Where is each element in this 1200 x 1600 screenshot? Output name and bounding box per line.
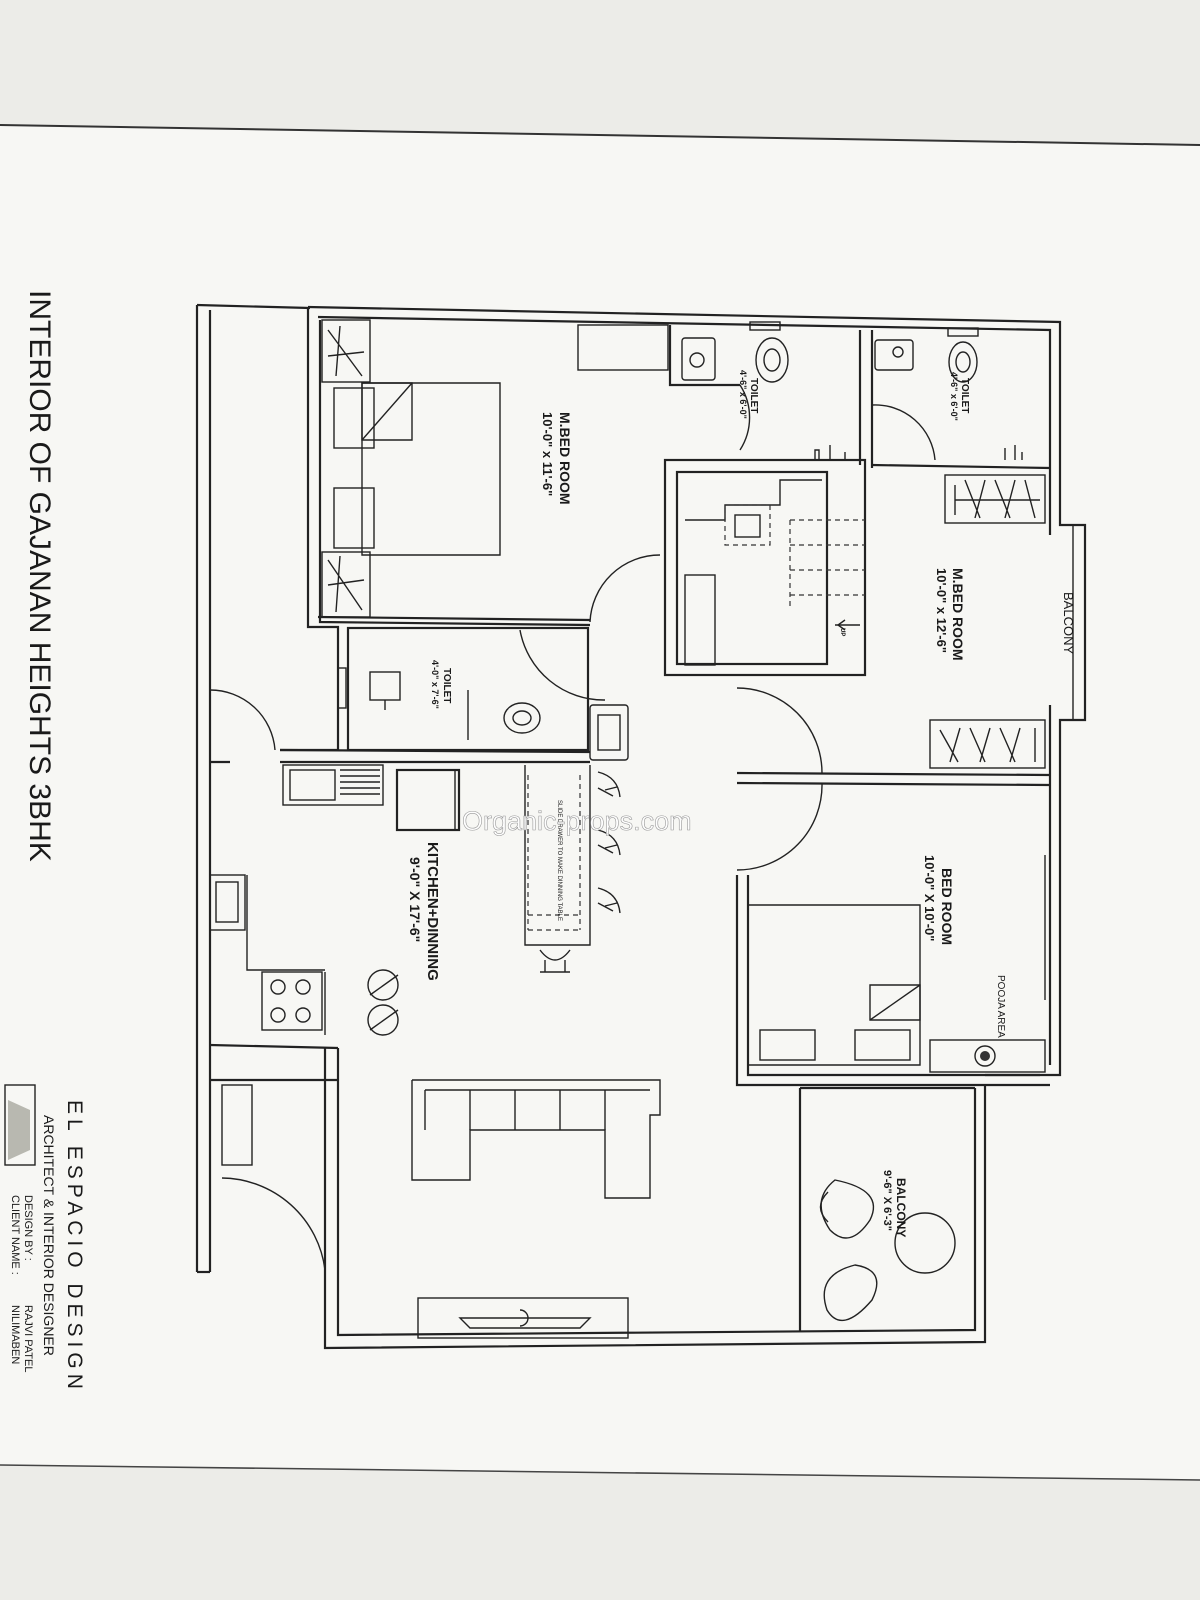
room-bed-size: 10'-0" X 10'-0" [922, 855, 937, 941]
toilet-3 [279, 626, 629, 764]
room-mbed2-name: M.BED ROOM [950, 568, 966, 661]
room-mbed2-size: 10'-0" x 12'-6" [934, 568, 949, 653]
dining-note: SLIDE DRAWER TO MAKE DINNING TABLE [556, 800, 562, 921]
toilet-2 [871, 327, 1051, 470]
firm-logo-icon [8, 1100, 30, 1160]
room-pooja-name: POOJA AREA [995, 975, 1006, 1038]
firm-name: EL ESPACIO DESIGN [63, 1100, 86, 1394]
stair-core [663, 458, 867, 677]
room-toilet3-size: 4'-0" x 7'-6" [430, 660, 440, 709]
room-mbed1-name: M.BED ROOM [557, 412, 573, 505]
client-label: CLIENT NAME : [9, 1195, 21, 1275]
bedroom [735, 782, 1050, 1087]
room-mbed1-size: 10'-0" x 11'-6" [540, 412, 555, 496]
room-toilet1-name: TOILET [748, 378, 759, 413]
design-by-value: RAJVI PATEL [22, 1305, 34, 1372]
paper-sheet [0, 125, 1200, 1480]
watermark: Organic-props.com [462, 806, 692, 836]
client-value: NILIMABEN [9, 1305, 21, 1364]
room-toilet1-size: 4'-6" x 6'-0" [738, 370, 748, 419]
dining-chairs [539, 771, 621, 973]
room-balcony2-name: BALCONY [894, 1178, 908, 1237]
sheet-title: INTERIOR OF GAJANAN HEIGHTS 3BHK [23, 290, 56, 862]
master-bedroom-2 [736, 474, 1074, 787]
room-balcony1-name: BALCONY [1061, 592, 1076, 654]
room-balcony2-size: 9'-6" X 6'-3" [881, 1170, 893, 1231]
room-kitchen-name: KITCHEN+DINNING [424, 842, 441, 981]
room-toilet2-name: TOILET [959, 378, 970, 413]
room-toilet3-name: TOILET [441, 668, 452, 703]
kitchen-dining [209, 689, 621, 1036]
room-bed-name: BED ROOM [939, 868, 955, 945]
room-toilet2-size: 4'-6" x 6'-0" [949, 372, 959, 421]
outer-walls [195, 303, 1087, 1350]
room-kitchen-size: 9'-0" X 17'-6" [407, 857, 423, 942]
firm-logo-box [4, 1084, 36, 1166]
master-bedroom-1 [317, 319, 669, 627]
design-by-label: DESIGN BY : [22, 1195, 34, 1261]
stair-up-label: UP [839, 628, 845, 636]
balcony-2 [819, 1179, 956, 1322]
living-room [221, 1079, 661, 1339]
firm-tagline: ARCHITECT & INTERIOR DESIGNER [41, 1115, 57, 1356]
